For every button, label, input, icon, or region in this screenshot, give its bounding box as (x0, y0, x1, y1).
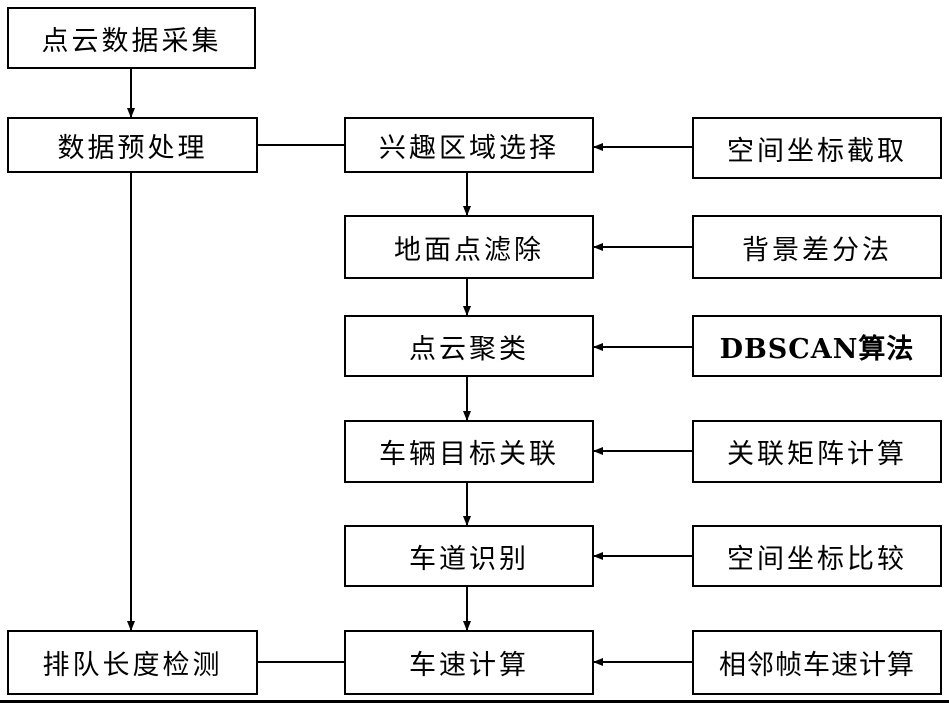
box-dbscan-algorithm: DBSCAN算法 (692, 315, 942, 377)
box-queue-length-detection: 排队长度检测 (7, 630, 258, 695)
box-lane-identification: 车道识别 (344, 525, 594, 587)
box-adjacent-frame-speed: 相邻帧车速计算 (692, 630, 942, 695)
box-spatial-coordinate-compare: 空间坐标比较 (692, 525, 942, 587)
box-background-difference: 背景差分法 (692, 215, 942, 279)
box-point-cloud-collection: 点云数据采集 (7, 7, 256, 69)
box-data-preprocessing: 数据预处理 (7, 117, 258, 173)
box-ground-point-filtering: 地面点滤除 (344, 215, 594, 279)
box-association-matrix: 关联矩阵计算 (692, 420, 942, 483)
box-spatial-coordinate-cropping: 空间坐标截取 (692, 117, 942, 179)
box-speed-calculation: 车速计算 (344, 630, 594, 695)
box-vehicle-target-association: 车辆目标关联 (344, 420, 594, 483)
bottom-rule (0, 700, 949, 703)
box-roi-selection: 兴趣区域选择 (344, 117, 594, 173)
box-point-cloud-clustering: 点云聚类 (344, 315, 594, 377)
